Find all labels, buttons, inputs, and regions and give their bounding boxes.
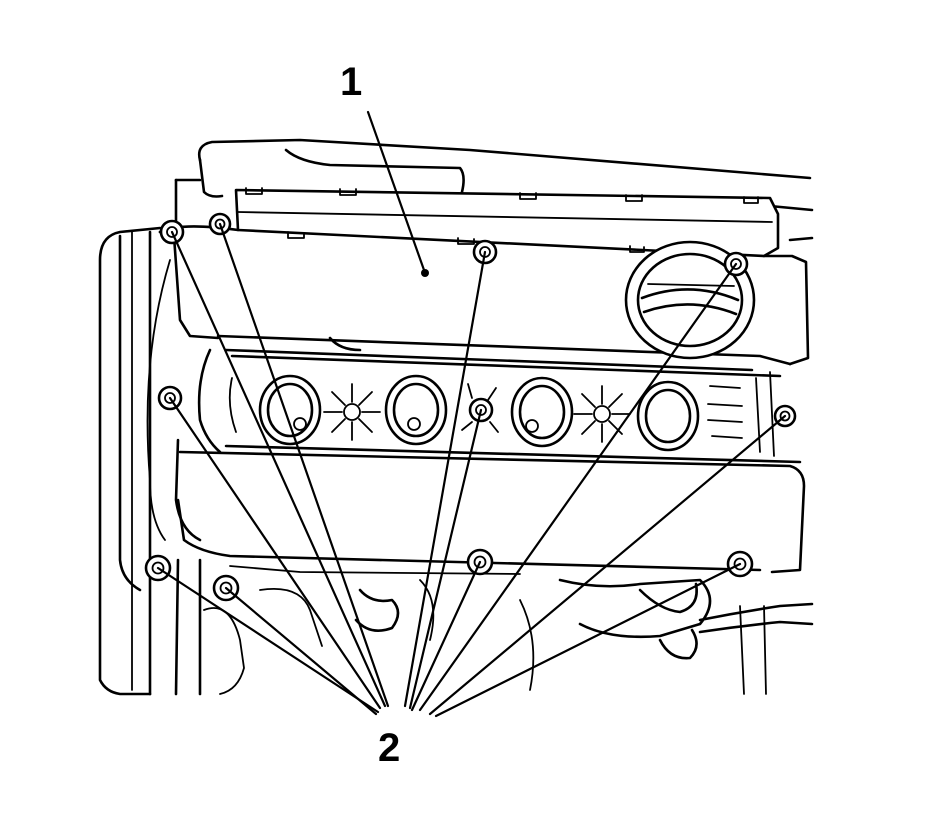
timing-cover xyxy=(98,226,171,696)
leader-line-1 xyxy=(366,110,429,277)
callout-label-1: 1 xyxy=(340,60,363,104)
intake-manifold-top xyxy=(174,138,814,242)
callout-label-2: 2 xyxy=(378,726,401,770)
cam-cover-rail xyxy=(234,187,780,258)
lower-engine-block xyxy=(174,558,814,696)
leader-lines-2 xyxy=(156,222,787,718)
cam-cover-lower-flange xyxy=(176,450,806,575)
spark-plug-channel xyxy=(174,348,802,542)
